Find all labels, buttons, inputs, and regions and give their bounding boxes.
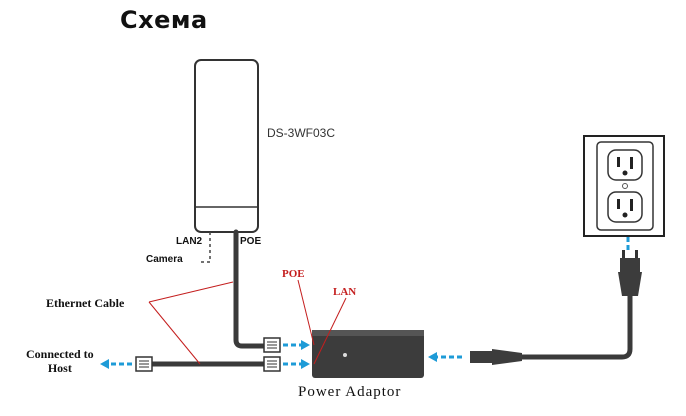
ac-cord — [520, 296, 633, 360]
ac-wall-plug — [618, 250, 642, 296]
pointer-lines — [148, 279, 347, 365]
ethernet-cable-label: Ethernet Cable — [46, 296, 125, 310]
rj45-connector-lan — [263, 356, 281, 372]
poe-cable — [233, 229, 269, 349]
lan-annotation: LAN — [333, 286, 357, 298]
ds-3wf03c-device — [194, 59, 259, 233]
connected-to-host-label: Connected to Host — [26, 347, 94, 375]
arrows — [108, 232, 630, 366]
rj45-connector-poe — [263, 337, 281, 353]
rj45-connector-host — [135, 356, 153, 372]
lan2-port-label: LAN2 — [176, 236, 203, 247]
wall-outlet — [583, 135, 665, 237]
connected-to-line2: Host — [47, 361, 72, 375]
ac-plug-adaptor-end — [470, 349, 522, 365]
camera-label: Camera — [146, 254, 183, 265]
connected-to-line1: Connected to — [26, 347, 94, 361]
device-model-label: DS-3WF03C — [267, 126, 336, 140]
poe-port-label: POE — [240, 236, 262, 247]
power-adaptor-box — [312, 330, 424, 378]
poe-annotation: POE — [282, 268, 305, 280]
power-adaptor-label: Power Adaptor — [298, 384, 402, 400]
page-title: Схема — [120, 6, 208, 34]
